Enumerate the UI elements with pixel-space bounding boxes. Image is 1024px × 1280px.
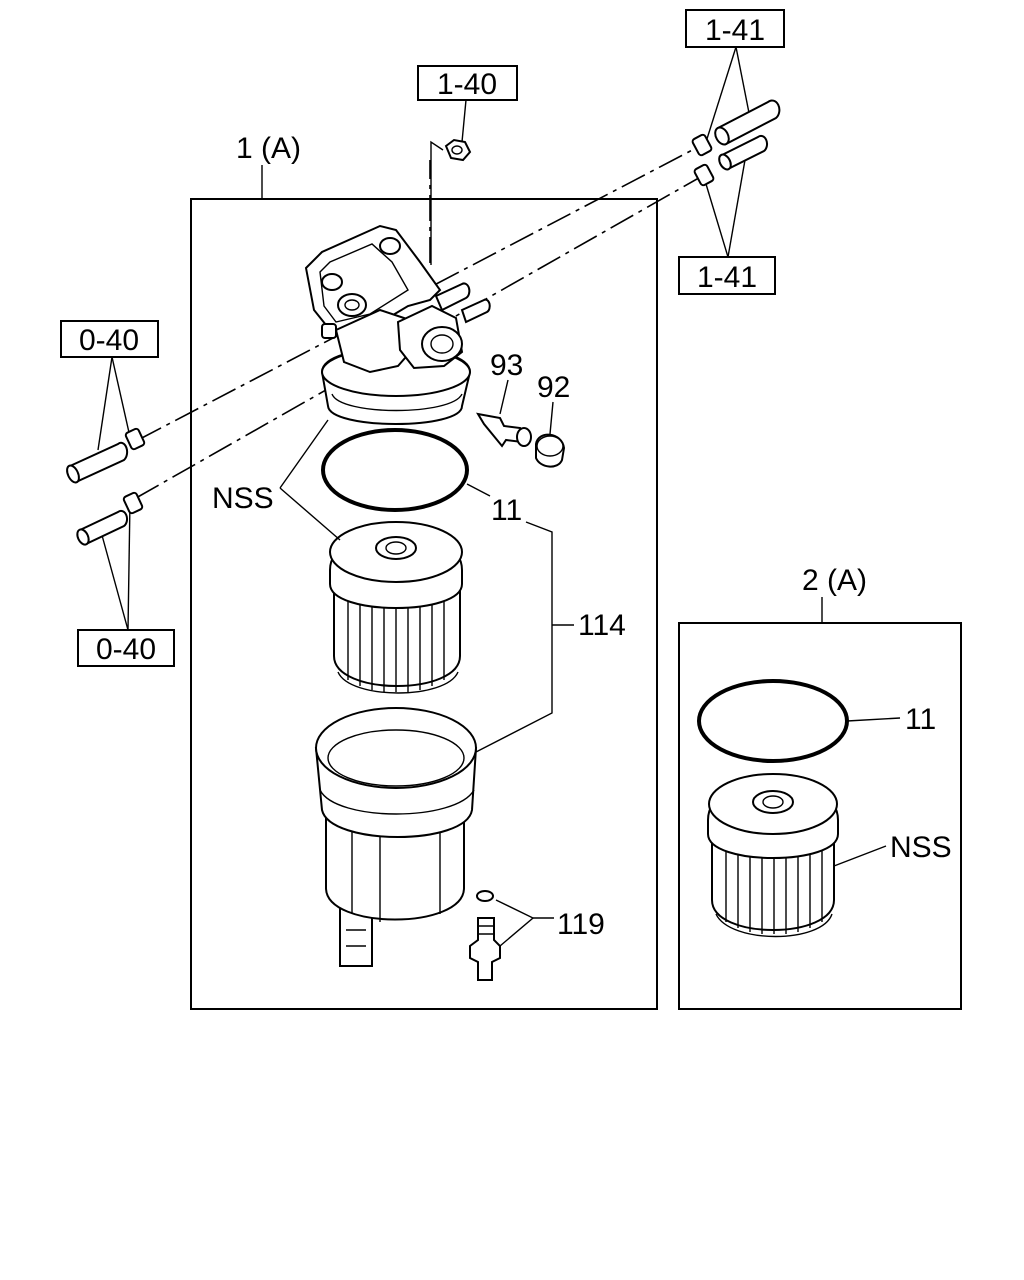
assembly-1-frame [190,198,658,1010]
sensor-119 [469,890,501,981]
ref-box-0-40-top: 0-40 [60,320,159,358]
callout-nss-right: NSS [890,831,952,864]
filter-head [304,224,491,425]
callout-11-left: 11 [491,494,522,527]
ref-leaders [97,46,751,631]
filter-element-right [707,773,839,938]
assembly-1-label: 1 (A) [236,132,301,165]
callout-114: 114 [578,609,626,642]
o-ring-left [321,428,469,512]
ref-box-1-40: 1-40 [417,65,518,101]
nut-icon [444,138,472,162]
assembly-2-label: 2 (A) [802,564,867,597]
air-vent-plug-93 [476,412,532,448]
ref-box-1-41-bottom: 1-41 [678,256,776,295]
svg-text:1-40: 1-40 [437,68,497,101]
callout-nss-left: NSS [212,482,274,515]
ref-box-1-41-top: 1-41 [685,9,785,48]
svg-text:1-41: 1-41 [705,14,765,47]
hose-ends-right [691,99,781,187]
hose-ends-left [66,427,146,546]
callout-92: 92 [537,371,570,404]
assembly-2-frame [678,622,962,1010]
o-ring-right [697,679,849,763]
callout-93: 93 [490,349,523,382]
callout-11-right: 11 [905,703,936,736]
filter-bowl [314,707,478,967]
svg-text:1-41: 1-41 [697,261,757,294]
svg-text:0-40: 0-40 [96,633,156,666]
filter-element-left [329,521,463,694]
cap-92 [535,433,566,468]
svg-text:0-40: 0-40 [79,324,139,357]
callout-119: 119 [557,908,605,941]
callout-leaders [279,419,901,947]
ref-box-0-40-bottom: 0-40 [77,629,175,667]
